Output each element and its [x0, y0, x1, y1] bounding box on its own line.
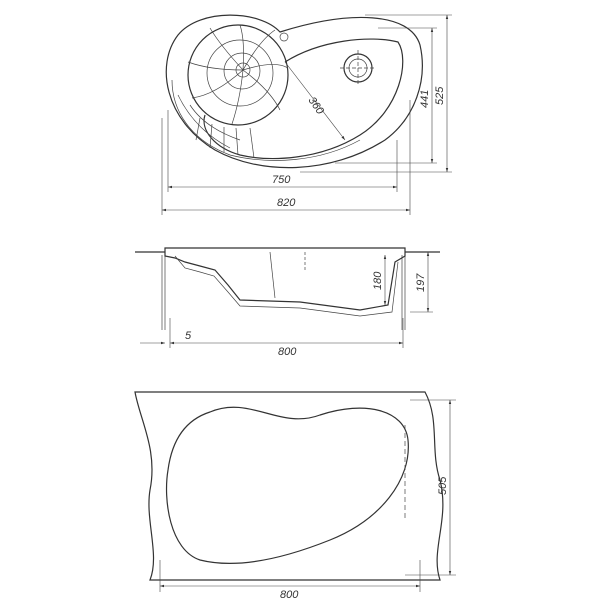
dim-750: 750: [272, 174, 291, 186]
countertop-panel: [134, 391, 444, 581]
drainboard-rim: [171, 79, 361, 161]
drainboard-grooves: [177, 94, 255, 159]
sink-profile-inner: [174, 255, 399, 317]
sink-profile: [164, 247, 406, 311]
dim-360: 360: [306, 95, 327, 118]
nautilus-ring-2: [206, 39, 274, 107]
cutout-outline: [165, 406, 409, 564]
top-view: 360 750 820 441 525: [161, 14, 452, 215]
dim-800-side: 800: [278, 346, 297, 358]
tap-hole: [279, 32, 289, 42]
dim-505: 505: [437, 476, 449, 495]
sink-outline: [165, 14, 423, 169]
dim-180: 180: [372, 271, 384, 290]
dim-line-360: [284, 61, 346, 141]
dim-197: 197: [415, 273, 427, 292]
dim-820: 820: [277, 197, 296, 209]
spiral-ribs: [187, 24, 289, 125]
cutout-view: 505 800: [134, 391, 456, 600]
dim-441: 441: [419, 90, 431, 108]
dim-5: 5: [185, 330, 192, 342]
dim-800-cutout: 800: [280, 589, 299, 600]
dim-525: 525: [434, 86, 446, 105]
nautilus-ring-3: [223, 52, 261, 90]
nautilus-spiral: [187, 24, 289, 126]
bowl-outline: [203, 38, 404, 160]
side-view: 180 197 5 800: [135, 247, 440, 358]
bowl-edge-line: [269, 251, 276, 299]
